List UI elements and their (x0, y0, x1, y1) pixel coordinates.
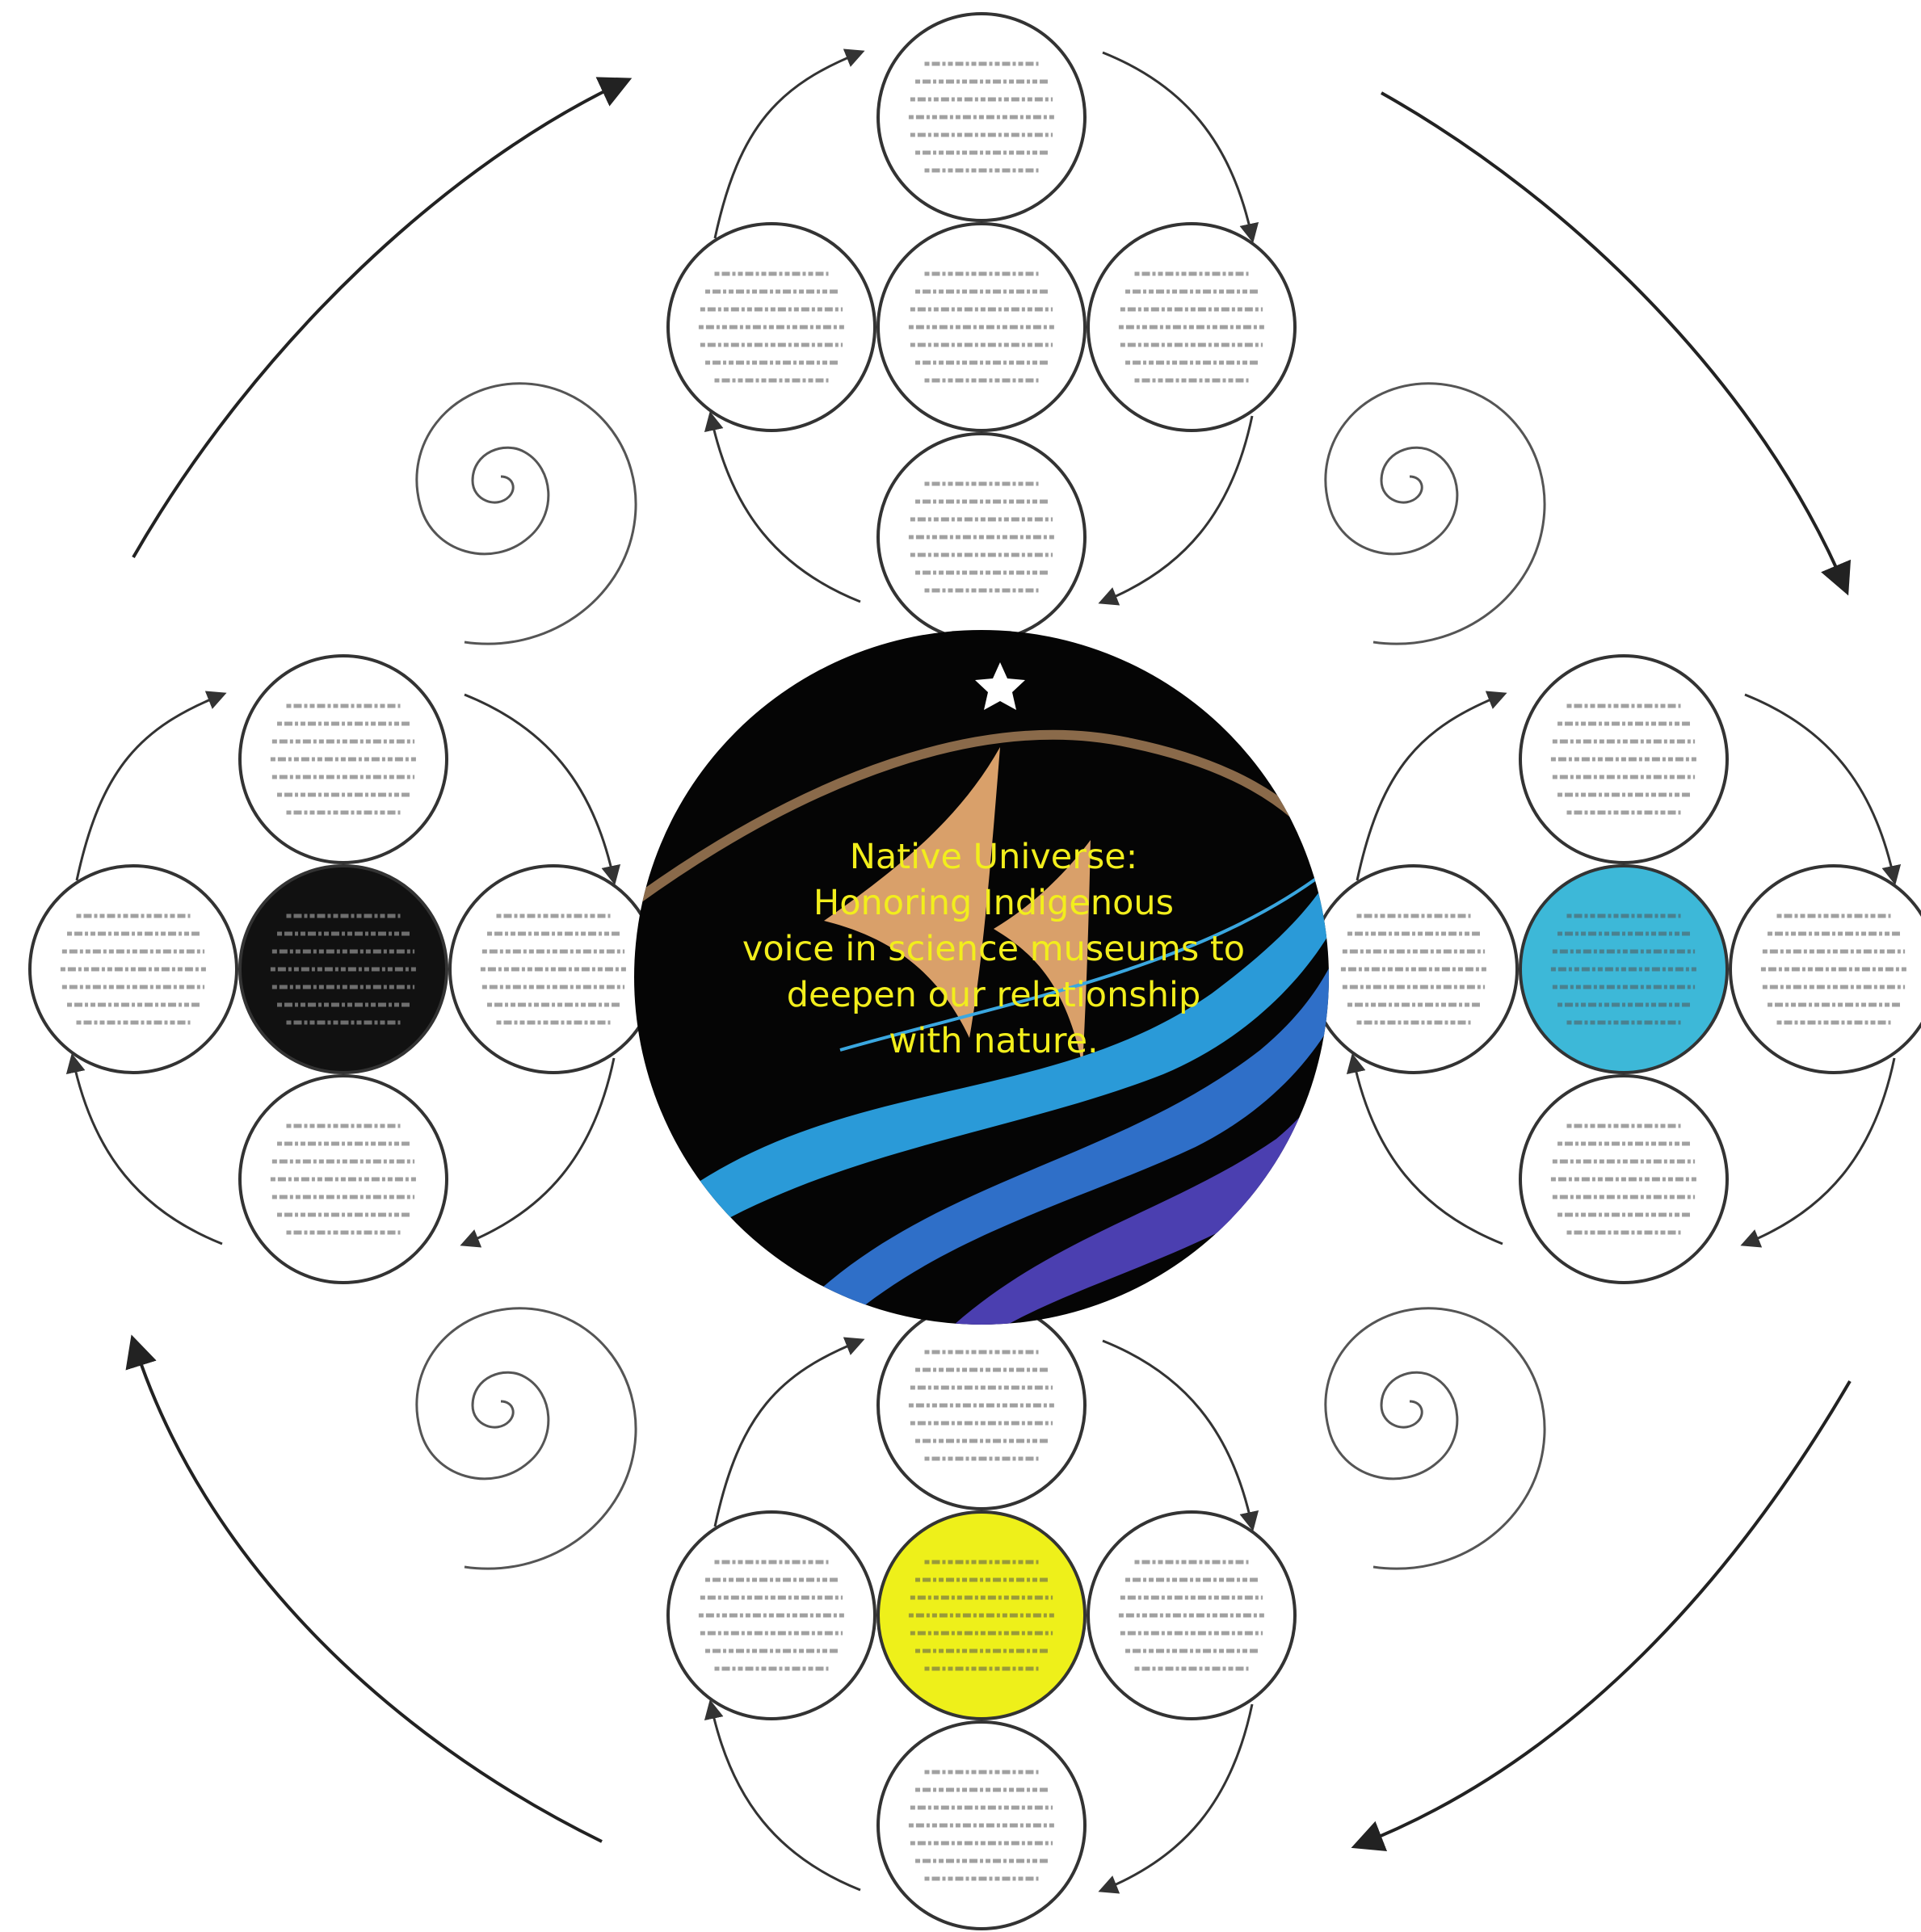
cycle-arrow (1745, 695, 1894, 880)
title-line: voice in science museums to (742, 929, 1245, 969)
cycle-arrow (715, 52, 860, 238)
title-line: deepen our relationship (787, 975, 1201, 1015)
arrow-icon (1381, 93, 1846, 590)
cycle-arrow (1103, 1704, 1252, 1890)
arrow-icon (1357, 1381, 1850, 1846)
cycle-arrow (73, 1058, 222, 1244)
cycle-arrow (1353, 1058, 1503, 1244)
cluster-left (30, 656, 657, 1283)
cycle-arrow (715, 1341, 860, 1527)
spiral-icon (417, 384, 636, 644)
cluster-right (1310, 656, 1921, 1283)
arrow-icon (133, 81, 626, 557)
cycle-arrow (711, 1704, 860, 1890)
spiral-icon (417, 1308, 636, 1569)
center-emblem: Native Universe: Honoring Indigenous voi… (630, 630, 1373, 1349)
cycle-arrow (1103, 416, 1252, 602)
cycle-arrow (711, 416, 860, 602)
spiral-icon (1326, 384, 1545, 644)
cycle-arrow (1745, 1058, 1894, 1244)
title-line: with nature. (889, 1021, 1098, 1061)
cycle-arrow (464, 1058, 614, 1244)
arrow-icon (133, 1341, 602, 1842)
cycle-arrow (1357, 695, 1503, 880)
cluster-bottom (668, 1302, 1295, 1929)
title-line: Native Universe: (850, 837, 1138, 877)
cycle-arrow (77, 695, 222, 880)
spiral-icon (1326, 1308, 1545, 1569)
cycle-arrow (464, 695, 614, 880)
title-line: Honoring Indigenous (813, 883, 1174, 923)
cycle-arrow (1103, 1341, 1252, 1527)
cluster-top (668, 14, 1295, 640)
cycle-arrow (1103, 52, 1252, 238)
